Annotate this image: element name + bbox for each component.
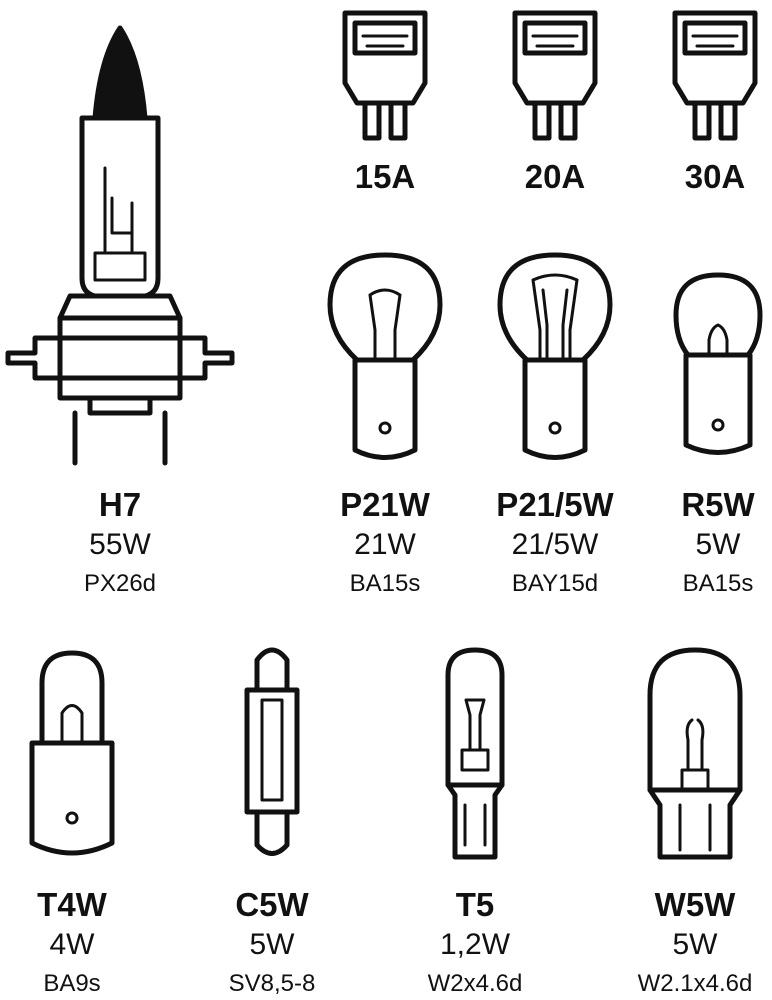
fuse-label: 30A [684,158,746,195]
blade-fuse-icon [512,10,598,141]
bulb-base: SV8,5-8 [228,970,316,997]
bulb-power: 21W [354,528,416,561]
p21w-bulb-icon [327,252,443,460]
bulb-base: BA15s [349,570,421,597]
bulb-base: BA15s [682,570,754,597]
fuse-20a: 20A [505,8,605,198]
bulb-name: P21/5W [496,486,614,523]
blade-fuse-icon [342,10,428,141]
bulb-h7: H7 55W PX26d [0,18,240,598]
bulb-name: P21W [340,486,430,523]
bulb-base: W2x4.6d [427,970,523,997]
bulb-name: H7 [98,486,142,523]
fuse-label: 20A [524,158,586,195]
bulb-p21w: P21W 21W BA15s [325,250,445,600]
bulb-name: T5 [455,886,495,923]
bulb-base: BAY15d [511,570,599,597]
p21-5w-bulb-icon [497,252,613,460]
blade-fuse-icon [672,10,758,141]
bulb-p21-5w: P21/5W 21/5W BAY15d [485,250,625,600]
bulb-power: 55W [89,528,151,561]
bulb-t5: T5 1,2W W2x4.6d [415,645,535,998]
bulb-name: W5W [654,886,736,923]
bulb-power: 1,2W [439,928,511,961]
bulb-name: C5W [235,886,309,923]
fuse-30a: 30A [665,8,765,198]
fuse-label: 15A [354,158,416,195]
bulb-r5w: R5W 5W BA15s [668,270,768,600]
bulb-w5w: W5W 5W W2.1x4.6d [625,645,765,998]
t5-wedge-bulb-icon [445,647,505,860]
bulb-power: 5W [672,928,718,961]
t4w-bulb-icon [29,650,115,856]
bulb-name: R5W [681,486,755,523]
bulb-t4w: T4W 4W BA9s [17,648,127,998]
r5w-bulb-icon [673,272,763,455]
w5w-wedge-bulb-icon [647,647,743,860]
bulb-c5w: C5W 5W SV8,5-8 [212,640,332,998]
bulb-name: T4W [37,886,107,923]
bulb-power: 5W [249,928,295,961]
bulb-power: 5W [695,528,741,561]
c5w-festoon-bulb-icon [244,647,300,856]
fuse-15a: 15A [335,8,435,198]
bulb-power: 21/5W [511,528,599,561]
h7-halogen-bulb-icon [5,25,235,466]
bulb-base: W2.1x4.6d [637,970,753,997]
bulb-power: 4W [49,928,95,961]
bulb-base: BA9s [43,970,101,997]
bulb-base: PX26d [83,570,157,597]
